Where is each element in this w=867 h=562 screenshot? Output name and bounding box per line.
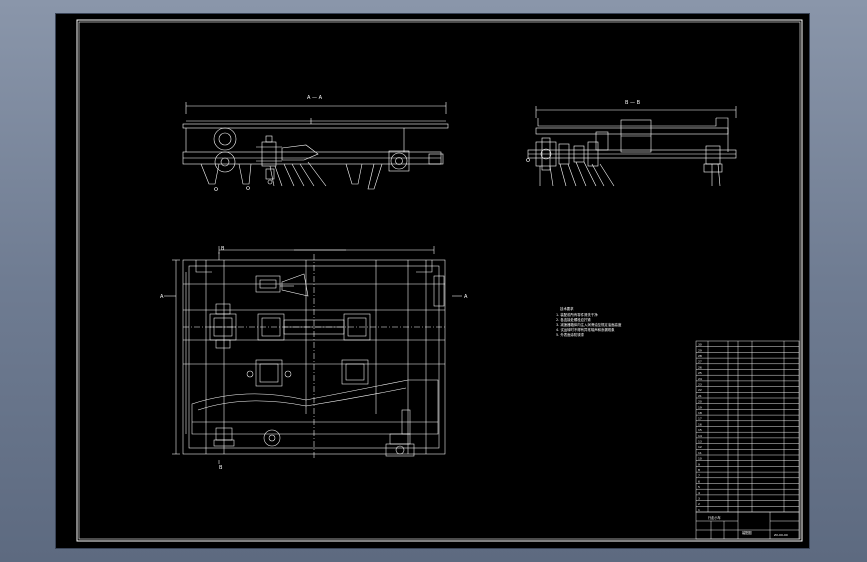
bom-row-number: 2: [698, 502, 700, 506]
technical-notes: 技术要求 1. 装配前所有零件清洗干净 2. 各连接处螺栓应拧紧 3. 减速器箱…: [556, 306, 622, 337]
bom-row-number: 17: [698, 417, 702, 421]
bom-row-number: 4: [698, 491, 700, 495]
bom-row-number: 14: [698, 434, 702, 438]
bom-row-numbers: 3029282726252423222120191817161514131211…: [698, 343, 702, 512]
plan-marker-b-bottom: B: [219, 465, 223, 471]
bom-row-number: 20: [698, 400, 702, 404]
bom-row-number: 19: [698, 405, 702, 409]
title-block-drawing-number: ZX-00-00: [774, 533, 788, 537]
bom-row-number: 12: [698, 445, 702, 449]
bom-row-number: 29: [698, 348, 702, 352]
section-view-b-b: B — B: [526, 100, 737, 187]
tech-note-title: 技术要求: [560, 306, 574, 311]
tech-note-3: 3. 减速器箱体内注入润滑油至规定油面高度: [556, 322, 622, 327]
section-label-a-a: A — A: [307, 95, 323, 101]
bom-row-number: 26: [698, 365, 702, 369]
bill-of-materials: [695, 340, 800, 513]
bom-row-number: 1: [698, 508, 700, 512]
tech-note-2: 2. 各连接处螺栓应拧紧: [556, 317, 591, 322]
bom-row-number: 28: [698, 354, 702, 358]
tech-note-4: 4. 试运转时不得有异常噪声和渗漏现象: [556, 327, 615, 332]
bom-row-number: 10: [698, 457, 702, 461]
bom-row-number: 8: [698, 468, 700, 472]
bom-row-number: 5: [698, 485, 700, 489]
section-view-a-a: A — A: [182, 95, 449, 191]
bom-row-number: 23: [698, 382, 702, 386]
tech-note-5: 5. 外表面涂防锈漆: [556, 332, 585, 337]
bom-row-number: 18: [698, 411, 702, 415]
bom-row-number: 9: [698, 462, 700, 466]
cad-viewport[interactable]: A — A: [56, 14, 809, 548]
section-label-b-b: B — B: [625, 100, 641, 106]
bom-row-number: 25: [698, 371, 702, 375]
bom-row-number: 22: [698, 388, 702, 392]
title-block: [695, 511, 800, 540]
title-block-title: 行走小车: [708, 515, 721, 520]
bom-row-number: 30: [698, 343, 702, 347]
title-block-subtitle: 装配图: [742, 530, 752, 535]
bom-row-number: 6: [698, 479, 700, 483]
plan-view: B B A A: [160, 246, 468, 471]
tech-note-1: 1. 装配前所有零件清洗干净: [556, 312, 598, 317]
plan-marker-a-left: A: [160, 294, 164, 300]
sheet-outer-border: [76, 19, 803, 542]
bom-row-number: 16: [698, 422, 702, 426]
bom-row-number: 27: [698, 360, 702, 364]
bom-row-number: 24: [698, 377, 702, 381]
plan-marker-b-top: B: [221, 246, 225, 252]
plan-marker-a-right: A: [464, 294, 468, 300]
bom-row-number: 3: [698, 496, 700, 500]
bom-row-number: 15: [698, 428, 702, 432]
bom-row-number: 13: [698, 439, 702, 443]
bom-row-number: 11: [698, 451, 702, 455]
sheet-inner-frame: [78, 21, 801, 540]
cad-drawing: A — A: [76, 19, 803, 542]
bom-row-number: 7: [698, 474, 700, 478]
bom-row-number: 21: [698, 394, 702, 398]
